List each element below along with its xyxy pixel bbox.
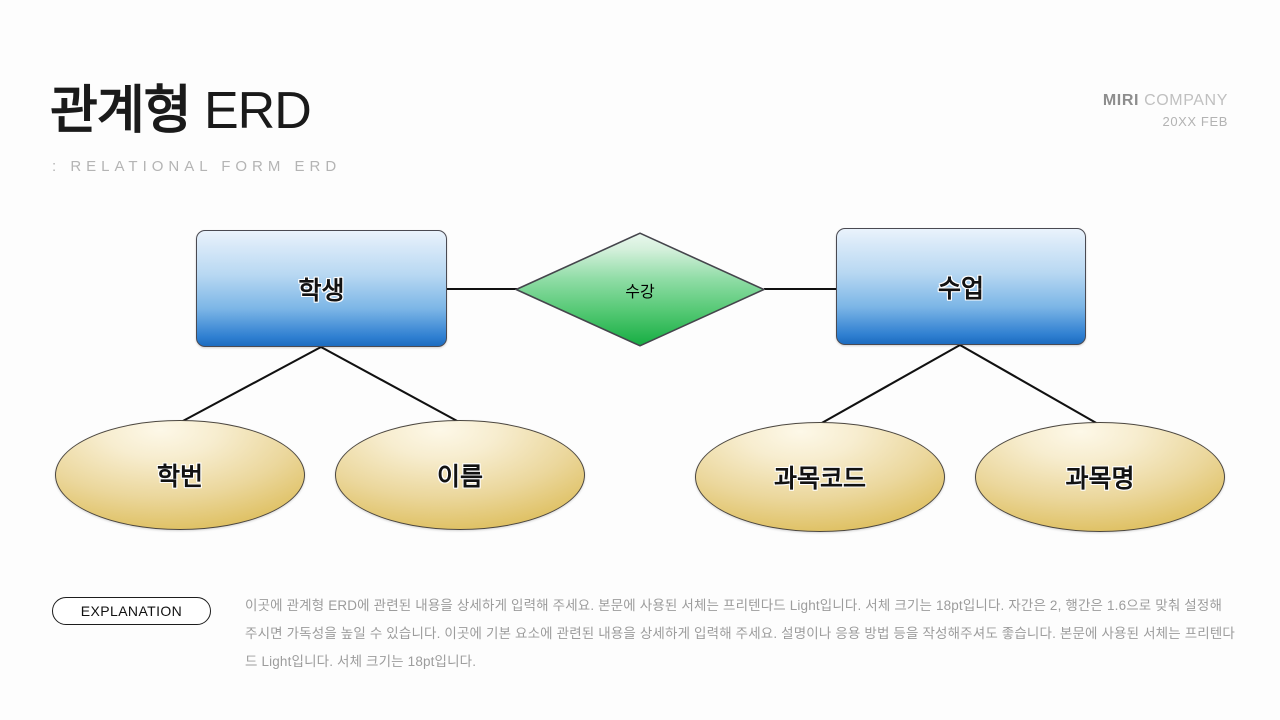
page-title: 관계형 ERD xyxy=(50,80,312,142)
slide-header: 관계형 ERD : RELATIONAL FORM ERD MIRI COMPA… xyxy=(0,0,1280,200)
brand-name: MIRI COMPANY xyxy=(1103,92,1228,110)
explanation-body-text: 이곳에 관계형 ERD에 관련된 내용을 상세하게 입력해 주세요. 본문에 사… xyxy=(245,598,1235,669)
explanation-badge: EXPLANATION xyxy=(52,597,211,625)
page-subtitle: : RELATIONAL FORM ERD xyxy=(52,158,342,175)
brand-name-rest: COMPANY xyxy=(1139,92,1228,109)
brand-name-bold: MIRI xyxy=(1102,92,1140,109)
brand-date: 20XX FEB xyxy=(1162,114,1228,129)
page-title-english: ERD xyxy=(203,82,312,140)
brand-block: MIRI COMPANY 20XX FEB xyxy=(1103,92,1228,129)
explanation-badge-label: EXPLANATION xyxy=(80,603,183,619)
page-title-korean: 관계형 xyxy=(50,82,192,140)
